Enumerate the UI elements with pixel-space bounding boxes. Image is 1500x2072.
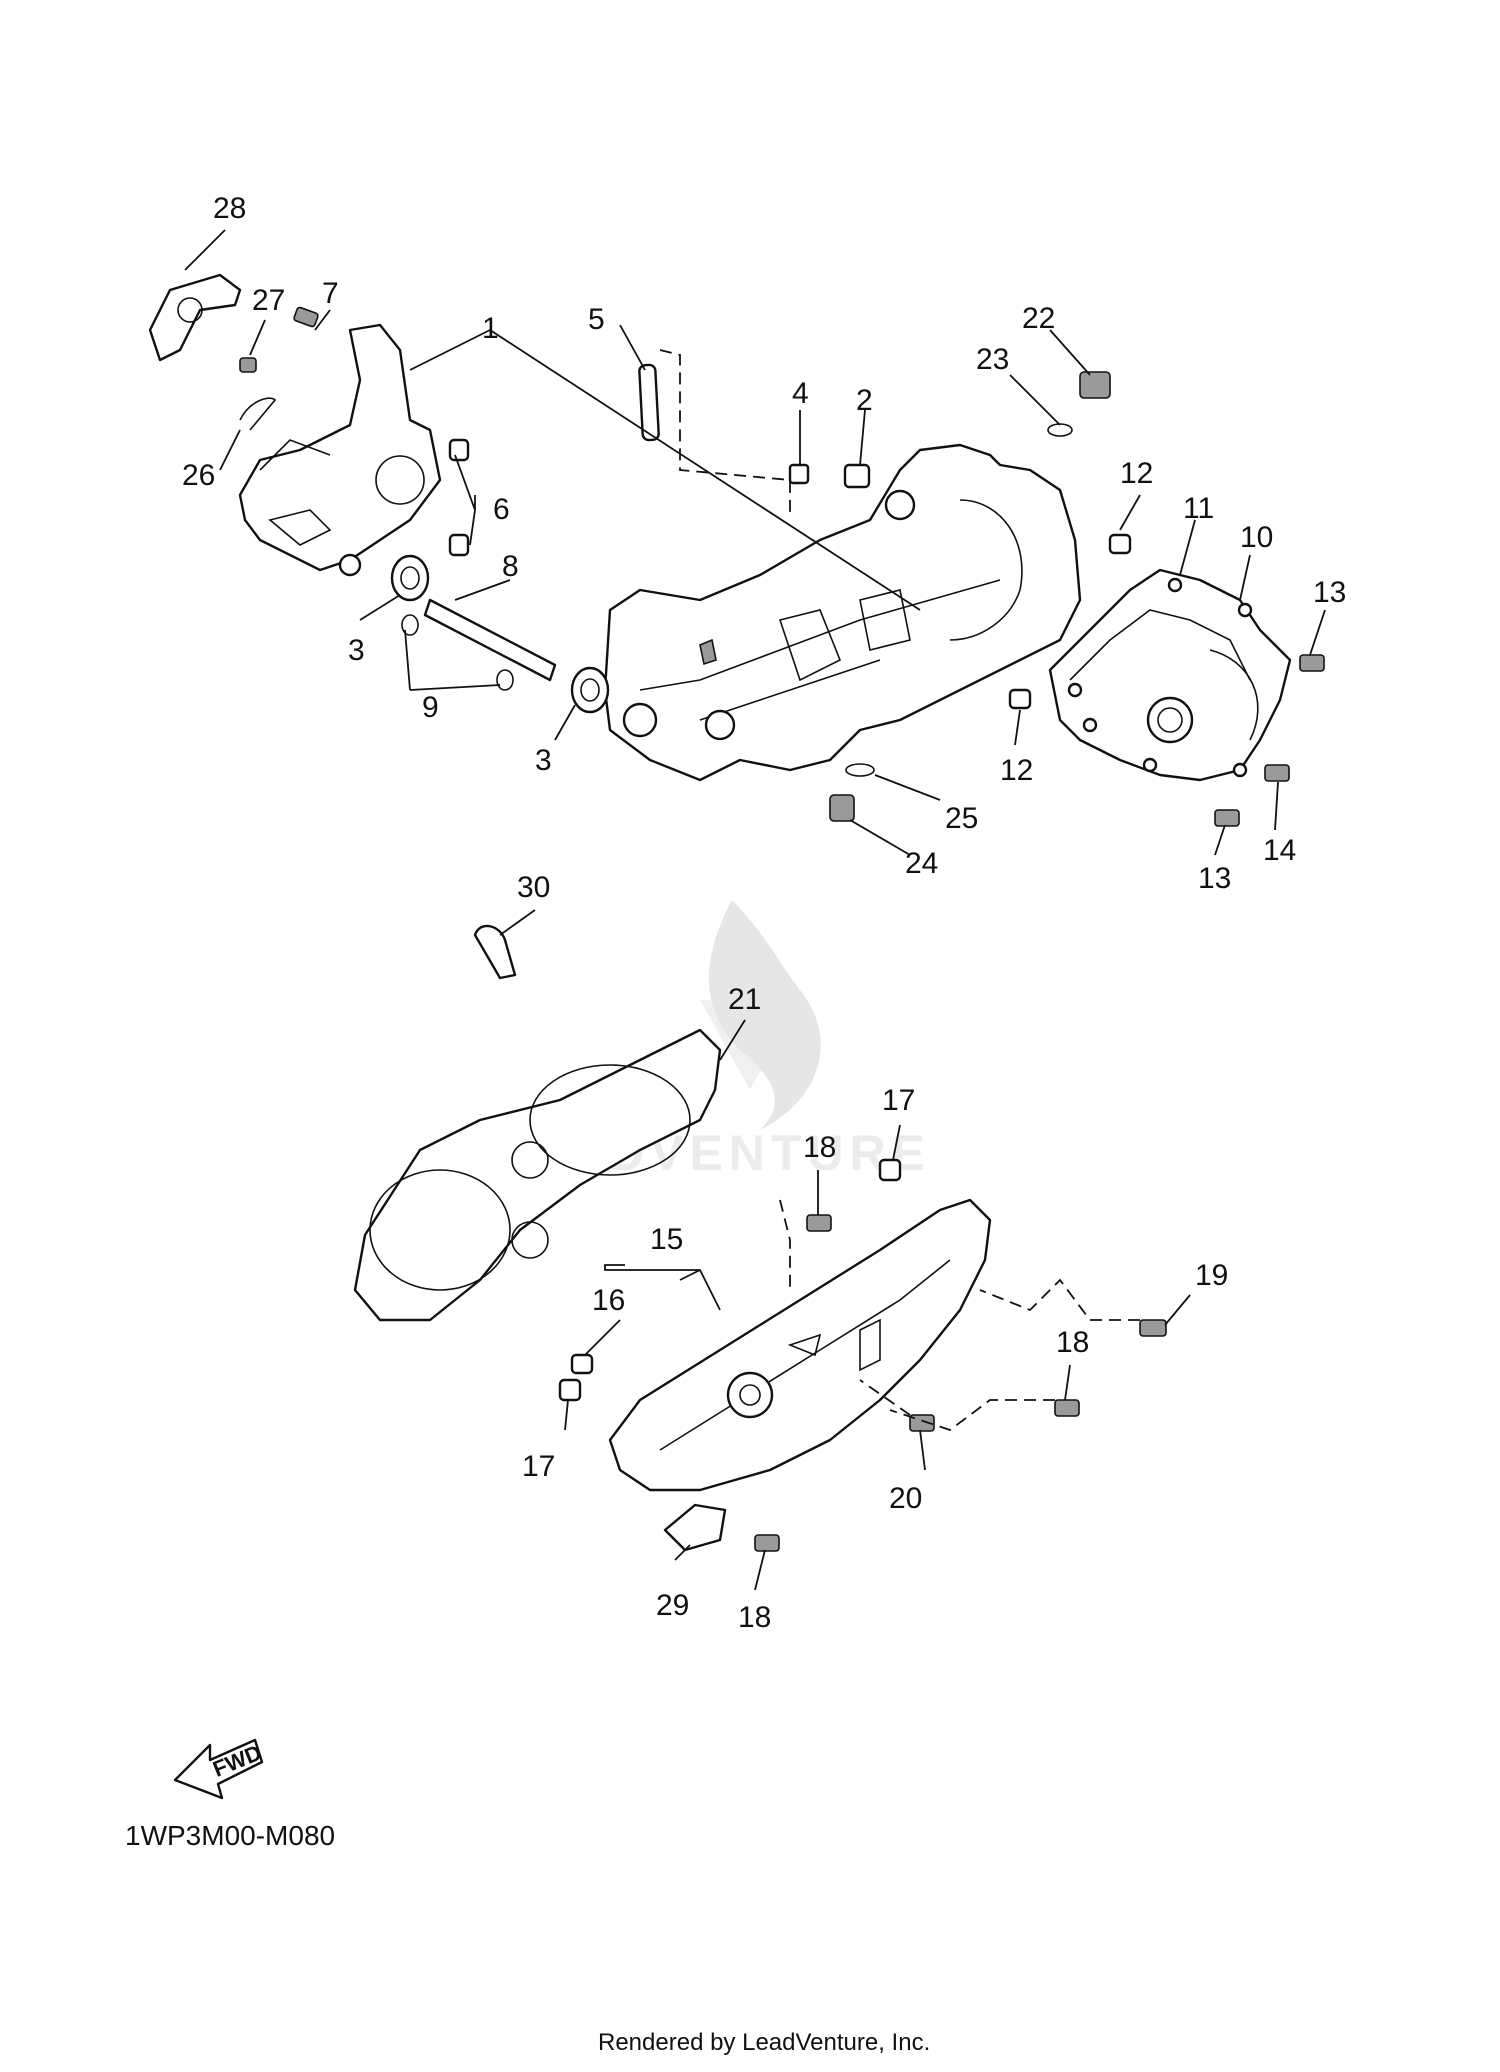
callout-3b: 3 — [535, 744, 552, 777]
diagram-code: 1WP3M00-M080 — [125, 1820, 335, 1851]
callout-26: 26 — [182, 459, 215, 492]
leader-lines — [184, 229, 1326, 1591]
callout-10: 10 — [1240, 521, 1273, 554]
bolt-18c — [754, 1534, 780, 1552]
callout-20: 20 — [889, 1482, 922, 1515]
callout-5: 5 — [588, 303, 605, 336]
callout-13a: 13 — [1313, 576, 1346, 609]
clamp-30 — [473, 924, 517, 980]
callout-16: 16 — [592, 1284, 625, 1317]
crankcase-left — [238, 323, 442, 577]
callout-18b: 18 — [1056, 1326, 1089, 1359]
transmission-cover-15 — [608, 1198, 992, 1492]
crankcase-cover-right — [1048, 568, 1292, 782]
bolt-13a — [1299, 654, 1325, 672]
render-credit: Rendered by LeadVenture, Inc. — [598, 2029, 930, 2056]
callout-28: 28 — [213, 192, 246, 225]
drain-bolt-24 — [829, 794, 855, 822]
callout-29: 29 — [656, 1589, 689, 1622]
fwd-arrow-icon: FWD — [173, 1738, 265, 1800]
callout-3a: 3 — [348, 634, 365, 667]
bolt-18b — [1054, 1399, 1080, 1417]
callout-12b: 12 — [1000, 754, 1033, 787]
callout-7: 7 — [322, 277, 339, 310]
bolt-20 — [909, 1414, 935, 1432]
callout-11: 11 — [1183, 492, 1214, 525]
gasket-21 — [353, 1028, 722, 1322]
callout-17a: 17 — [882, 1084, 915, 1117]
bolt-27 — [239, 357, 257, 373]
collar-2 — [843, 463, 871, 489]
callout-25: 25 — [945, 802, 978, 835]
plug-22 — [1079, 371, 1111, 399]
dowel-12a — [1108, 533, 1132, 555]
dowel-17b — [558, 1378, 582, 1402]
callout-8: 8 — [502, 550, 519, 583]
callout-30: 30 — [517, 871, 550, 904]
callouts: 28 27 7 1 26 6 8 3 9 3 5 4 2 23 22 12 11… — [182, 192, 1346, 1634]
callout-4: 4 — [792, 377, 809, 410]
callout-18a: 18 — [803, 1131, 836, 1164]
callout-17b: 17 — [522, 1450, 555, 1483]
bolt-7 — [293, 306, 319, 328]
shaft-8 — [423, 598, 557, 682]
callout-27: 27 — [252, 284, 285, 317]
bearing-3b — [570, 666, 610, 714]
callout-6: 6 — [493, 493, 510, 526]
callout-2: 2 — [856, 384, 873, 417]
dowel-6b — [448, 533, 470, 557]
bolt-19 — [1139, 1319, 1167, 1337]
callout-22: 22 — [1022, 302, 1055, 335]
oring-9b — [496, 669, 514, 691]
bolt-14 — [1264, 764, 1290, 782]
bolt-18a — [806, 1214, 832, 1232]
callout-15: 15 — [650, 1223, 683, 1256]
oring-23 — [1047, 423, 1073, 437]
callout-18c: 18 — [738, 1601, 771, 1634]
dowel-17a — [878, 1158, 902, 1182]
dowel-12b — [1008, 688, 1032, 710]
fitting-4 — [788, 463, 810, 485]
bracket-29 — [663, 1503, 727, 1552]
clip-26 — [239, 397, 277, 431]
callout-12a: 12 — [1120, 457, 1153, 490]
callout-1: 1 — [482, 312, 499, 345]
callout-14: 14 — [1263, 834, 1296, 867]
dowel-6a — [448, 438, 470, 462]
dowel-16 — [570, 1353, 594, 1375]
crankcase-main — [603, 443, 1082, 782]
oring-9a — [401, 614, 419, 636]
callout-13b: 13 — [1198, 862, 1231, 895]
callout-19: 19 — [1195, 1259, 1228, 1292]
bearing-3a — [390, 554, 430, 602]
callout-24: 24 — [905, 847, 938, 880]
callout-23: 23 — [976, 343, 1009, 376]
gasket-28 — [148, 273, 242, 362]
bolt-13b — [1214, 809, 1240, 827]
pin-5 — [638, 363, 660, 442]
callout-9: 9 — [422, 691, 439, 724]
callout-21: 21 — [728, 983, 761, 1016]
oring-25 — [845, 763, 875, 777]
